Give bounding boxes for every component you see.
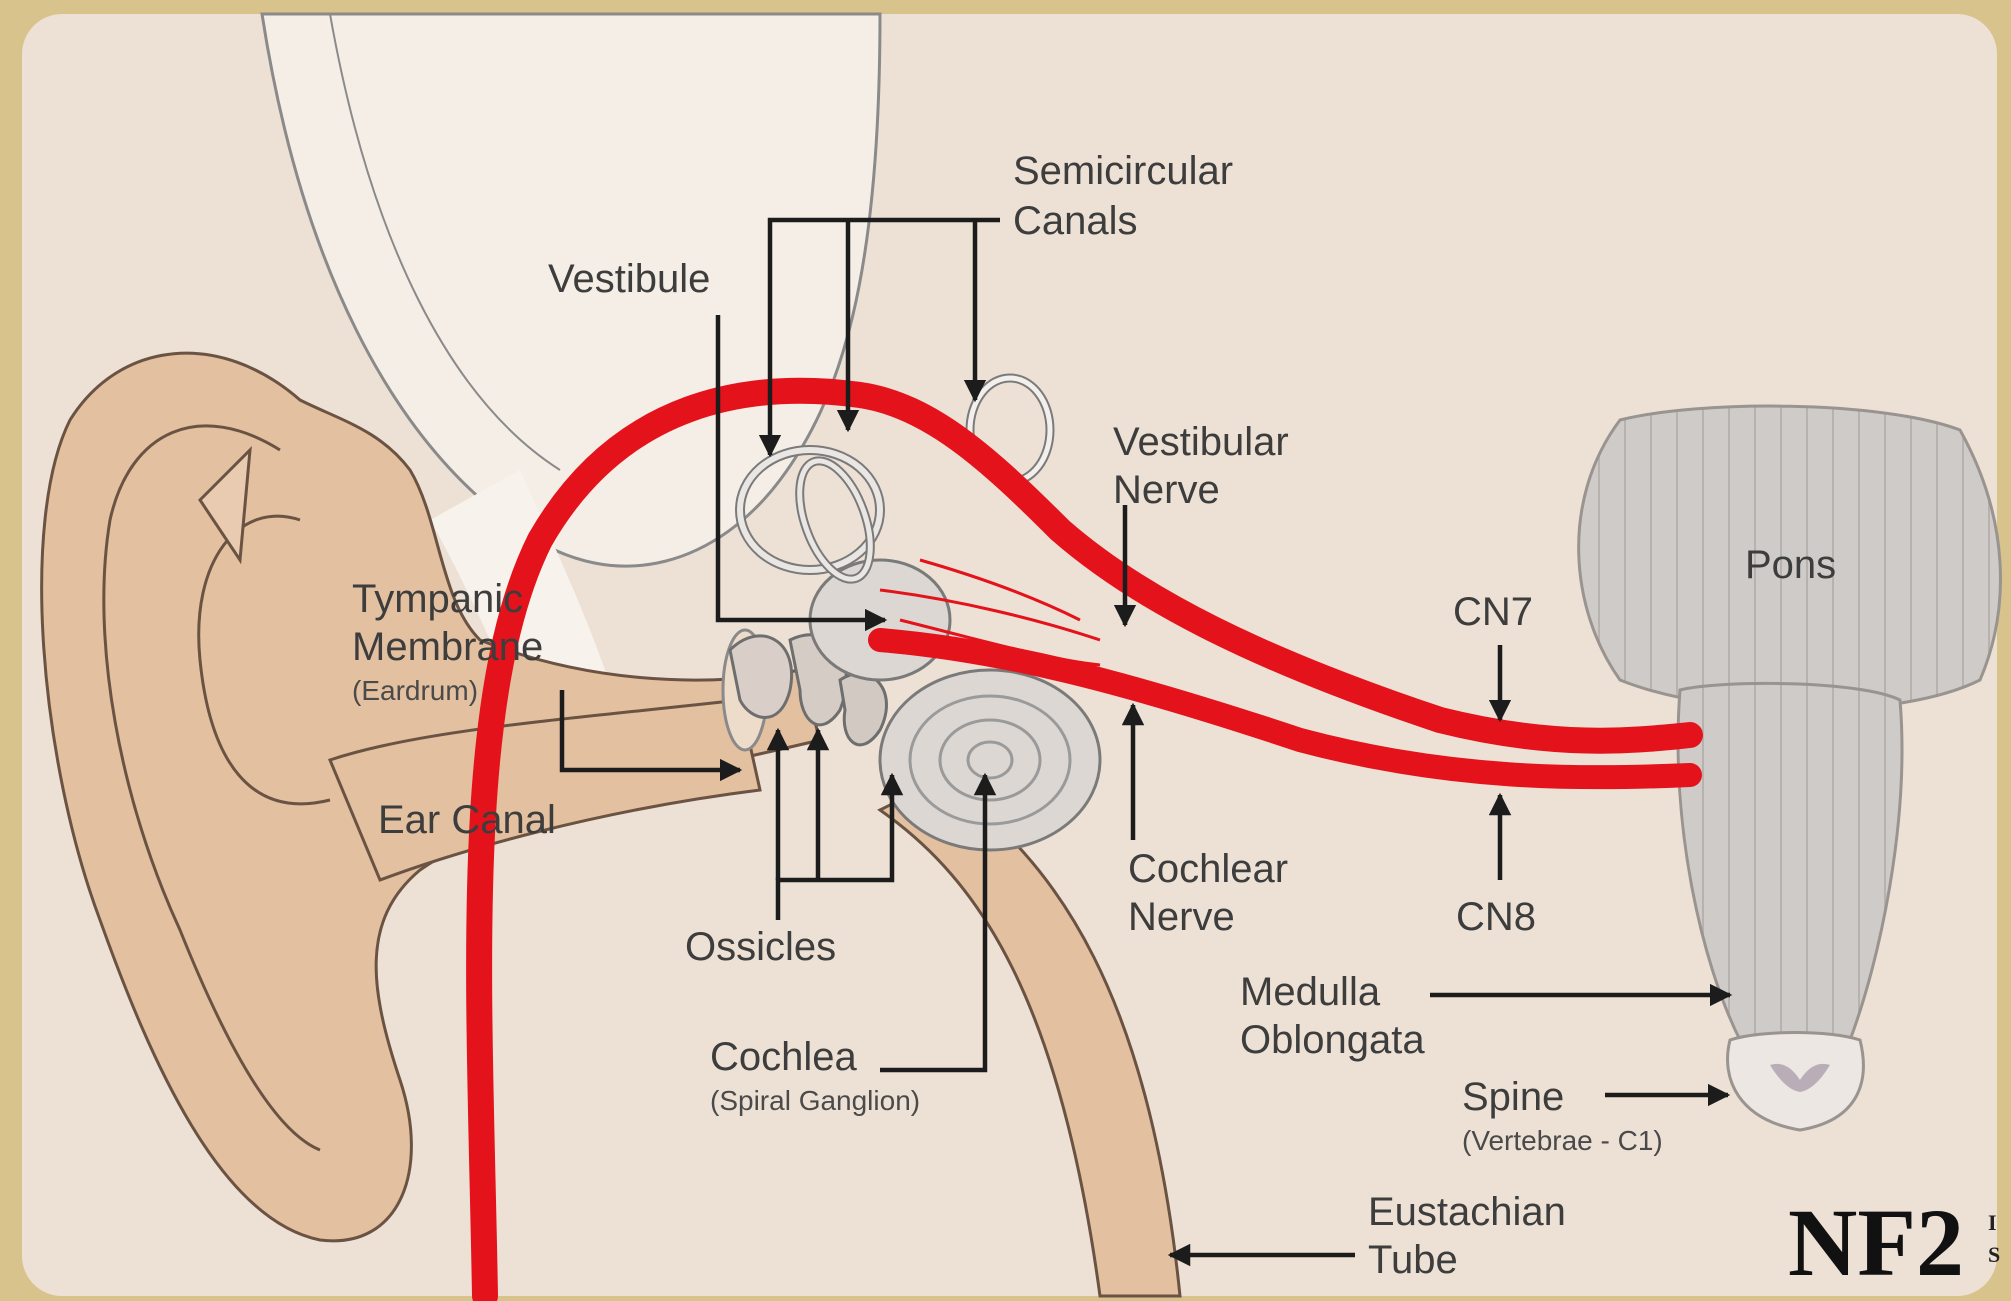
brand-suffix-1: I [1988,1210,1997,1235]
label-spine: Spine [1462,1075,1564,1119]
label-spiral-ganglion: (Spiral Ganglion) [710,1085,920,1116]
label-semicircular-2: Canals [1013,199,1138,243]
label-ossicles: Ossicles [685,925,836,969]
label-eustachian-1: Eustachian [1368,1190,1566,1234]
label-tympanic-2: Membrane [352,625,543,669]
label-eustachian-2: Tube [1368,1238,1458,1282]
label-cochlea: Cochlea [710,1035,858,1079]
label-vestibule: Vestibule [548,257,710,301]
label-vestibular-nerve-1: Vestibular [1113,420,1289,464]
label-vestibular-nerve-2: Nerve [1113,468,1220,512]
label-cochlear-nerve-1: Cochlear [1128,847,1288,891]
label-tympanic-1: Tympanic [352,577,523,621]
label-cochlear-nerve-2: Nerve [1128,895,1235,939]
label-medulla-1: Medulla [1240,970,1381,1014]
label-cn8: CN8 [1456,895,1536,939]
label-pons: Pons [1745,543,1836,587]
label-semicircular-1: Semicircular [1013,149,1233,193]
brand-suffix-2: S [1988,1242,2000,1267]
label-cn7: CN7 [1453,590,1533,634]
label-ear-canal: Ear Canal [378,798,556,842]
label-tympanic-3: (Eardrum) [352,675,478,706]
label-medulla-2: Oblongata [1240,1018,1425,1062]
label-vertebrae: (Vertebrae - C1) [1462,1125,1663,1156]
brand-mark: NF2 [1788,1189,1964,1296]
